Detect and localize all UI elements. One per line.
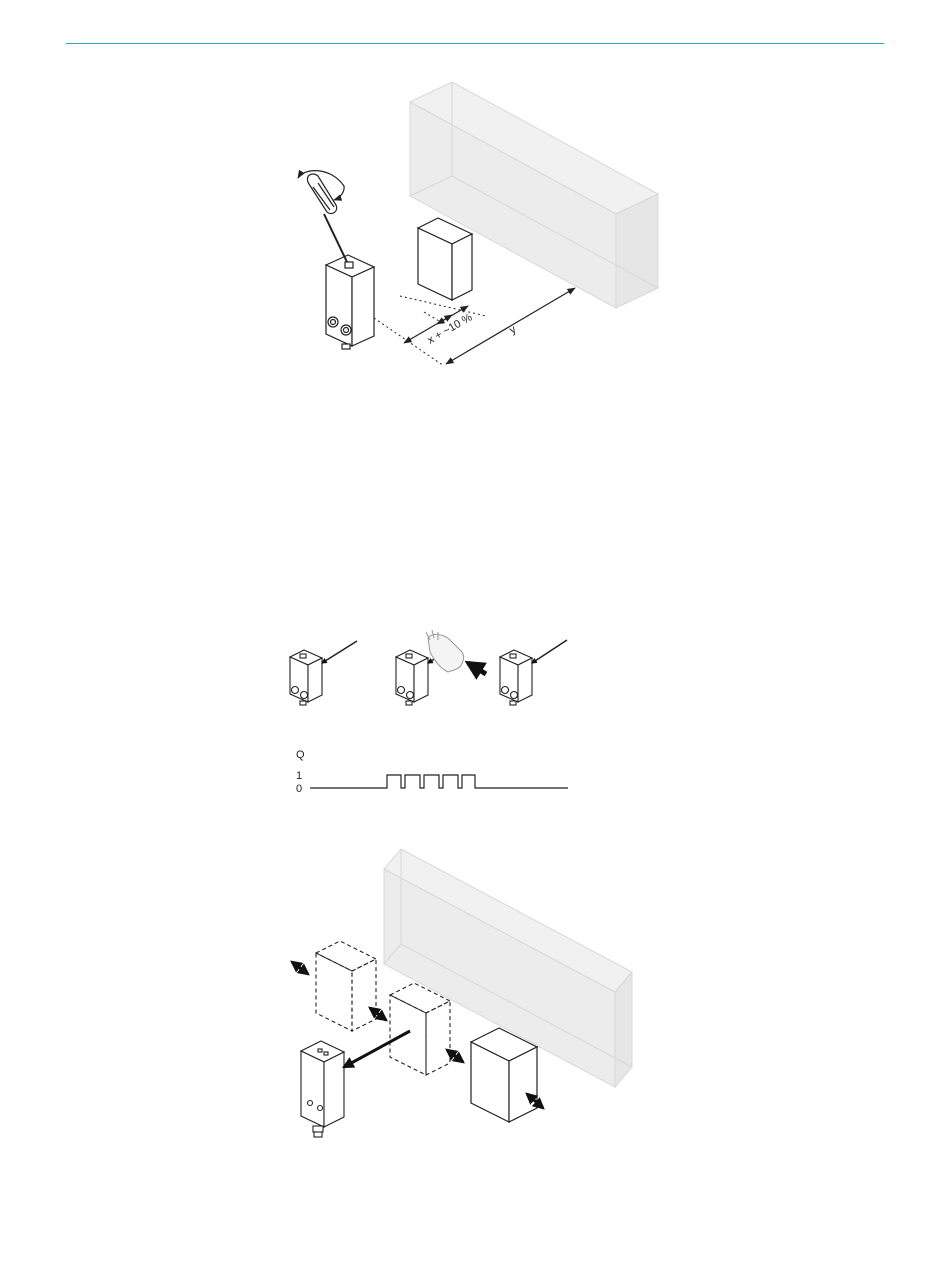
figure-1-sensitivity-adjustment: x + ~10 % y xyxy=(298,82,658,366)
figure-2-teach-sequence: Q 1 0 xyxy=(290,630,568,795)
signal-label: Q xyxy=(296,749,305,761)
screwdriver-icon xyxy=(307,174,347,262)
sensor-housing xyxy=(301,1041,344,1137)
target-object xyxy=(418,218,472,300)
sensor-step-3 xyxy=(500,640,567,705)
target-position-dashed-2 xyxy=(390,983,450,1075)
potentiometer xyxy=(345,262,353,268)
sensor-housing xyxy=(326,255,374,349)
figure-3-alignment xyxy=(292,849,632,1137)
level-high-label: 1 xyxy=(296,770,302,782)
sensor-step-1 xyxy=(290,641,357,705)
dimension-far-label: y xyxy=(508,323,519,336)
reference-lines xyxy=(374,296,486,366)
target-position-dashed-1 xyxy=(316,941,376,1031)
hand-icon xyxy=(426,630,464,672)
output-signal-waveform xyxy=(310,775,568,788)
move-arrow xyxy=(468,663,486,674)
level-low-label: 0 xyxy=(296,783,302,795)
light-beam xyxy=(344,1031,410,1067)
target-object xyxy=(471,1028,537,1122)
